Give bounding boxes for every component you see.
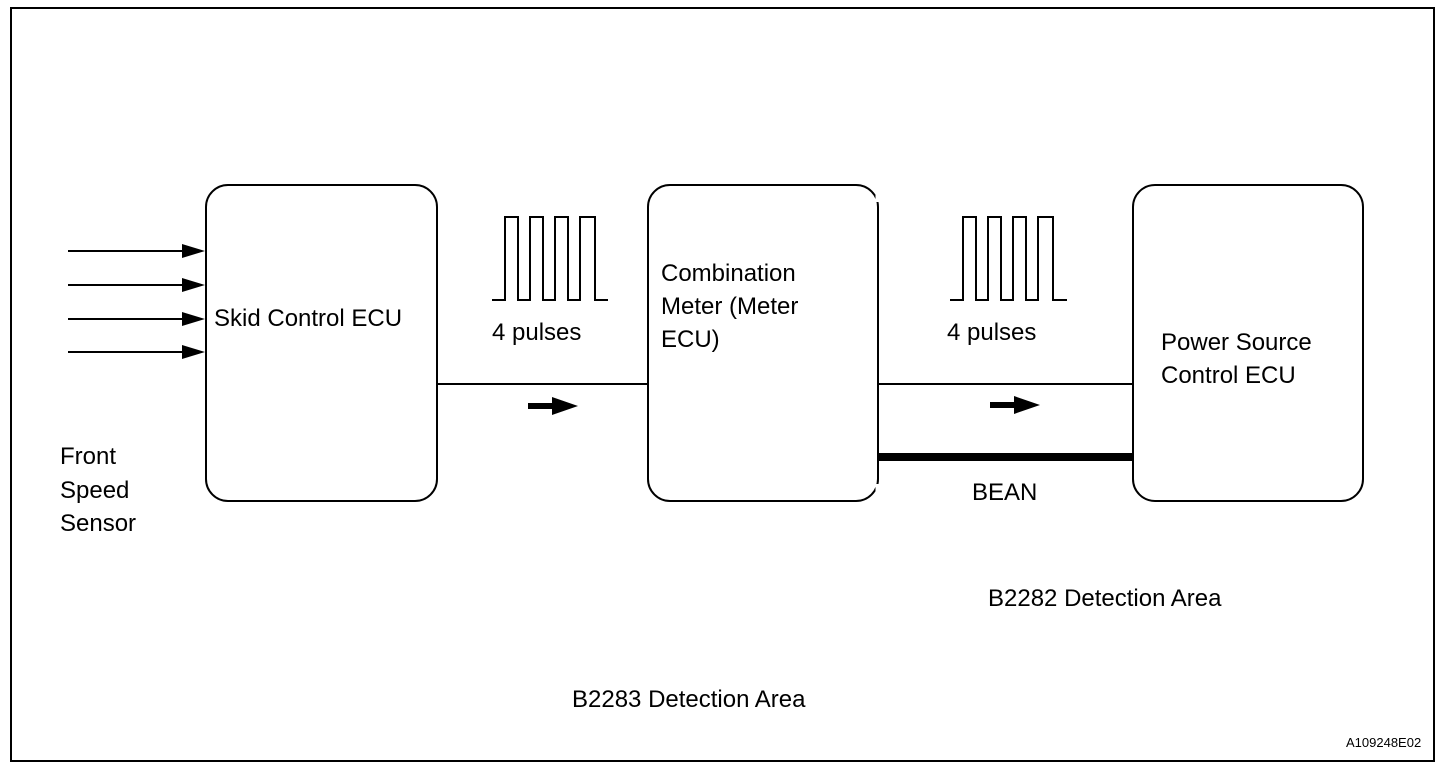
- arrow-head-icon: [182, 244, 205, 258]
- direction-arrow-icon: [990, 396, 1040, 414]
- power-source-line-1: Power Source: [1161, 329, 1312, 356]
- power-source-control-ecu-label: Power Source Control ECU: [1161, 329, 1318, 389]
- arrow-head-icon: [182, 312, 205, 326]
- bean-label: BEAN: [972, 479, 1037, 506]
- front-speed-sensor-line-2: Speed: [60, 477, 129, 504]
- pulse-waveform-icon: [950, 216, 1067, 301]
- front-speed-sensor-label: Front Speed Sensor: [60, 443, 136, 537]
- direction-arrow-icon: [528, 397, 578, 415]
- pulses-left-label: 4 pulses: [492, 319, 581, 346]
- combination-meter-line-3: ECU): [661, 326, 720, 353]
- skid-control-ecu-label: Skid Control ECU: [214, 305, 402, 332]
- pulse-waveform-icon: [492, 216, 608, 301]
- power-source-line-2: Control ECU: [1161, 362, 1296, 389]
- combination-meter-line-2: Meter (Meter: [661, 293, 798, 320]
- bean-bus-line: [878, 453, 1133, 461]
- power-source-control-ecu-box: [1132, 184, 1364, 502]
- arrow-head-icon: [182, 278, 205, 292]
- combination-meter-line-1: Combination: [661, 260, 796, 287]
- combination-meter-label: Combination Meter (Meter ECU): [661, 260, 805, 353]
- front-speed-sensor-line-1: Front: [60, 443, 116, 470]
- b2282-detection-area-label: B2282 Detection Area: [988, 585, 1222, 612]
- figure-id: A109248E02: [1346, 735, 1421, 750]
- arrow-head-icon: [182, 345, 205, 359]
- front-speed-sensor-line-3: Sensor: [60, 510, 136, 537]
- sensor-input-arrows: [68, 244, 205, 359]
- combination-meter-box: [647, 184, 879, 502]
- b2283-detection-area-label: B2283 Detection Area: [572, 686, 806, 713]
- pulses-right-label: 4 pulses: [947, 319, 1036, 346]
- skid-control-ecu-box: [205, 184, 438, 502]
